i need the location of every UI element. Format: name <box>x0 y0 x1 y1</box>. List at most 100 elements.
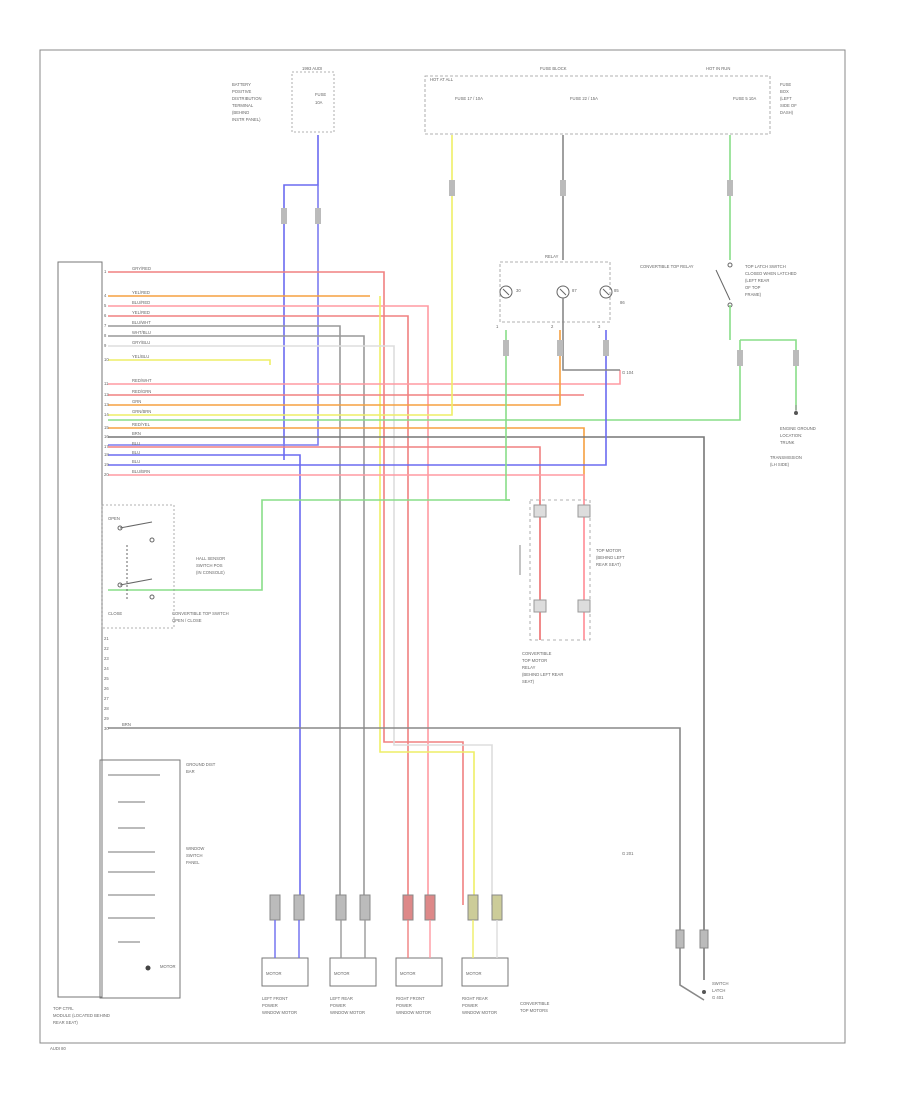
right-ground: SWITCH LATCH G 401 G 201 <box>622 851 729 1000</box>
svg-text:BOX: BOX <box>780 89 789 94</box>
svg-text:GRN/BRN: GRN/BRN <box>132 409 151 414</box>
svg-text:BRN: BRN <box>122 722 131 727</box>
svg-text:HOT IN RUN: HOT IN RUN <box>706 66 730 71</box>
engine-ground: ENGINE GROUND LOCATION: TRUNK TRANSMISSI… <box>770 405 816 467</box>
svg-text:POWER: POWER <box>262 1003 278 1008</box>
svg-text:MOTOR: MOTOR <box>266 971 282 976</box>
svg-text:11: 11 <box>104 381 109 386</box>
svg-text:WINDOW MOTOR: WINDOW MOTOR <box>462 1010 497 1015</box>
svg-text:1993 AUDI: 1993 AUDI <box>302 66 322 71</box>
svg-text:GRY/BLU: GRY/BLU <box>132 340 150 345</box>
svg-text:LOCATION:: LOCATION: <box>780 433 802 438</box>
svg-text:BLU/BRN: BLU/BRN <box>132 469 150 474</box>
svg-text:17: 17 <box>104 444 109 449</box>
svg-text:13: 13 <box>104 402 109 407</box>
svg-text:CLOSE: CLOSE <box>108 611 122 616</box>
wire-gray-dark <box>108 436 705 980</box>
svg-text:WHT/BLU: WHT/BLU <box>132 330 151 335</box>
svg-text:10A: 10A <box>315 100 323 105</box>
window-motor-rf: MOTOR RIGHT FRONT POWER WINDOW MOTOR <box>395 894 443 1015</box>
svg-text:6: 6 <box>104 313 107 318</box>
svg-text:(LEFT REAR: (LEFT REAR <box>745 278 769 283</box>
svg-text:POWER: POWER <box>330 1003 346 1008</box>
wire-green-ground <box>740 339 797 410</box>
svg-text:18: 18 <box>104 452 109 457</box>
svg-text:SWITCH POS: SWITCH POS <box>196 563 223 568</box>
footer-label: AUDI 80 <box>50 1046 66 1051</box>
wire-blue-1 <box>283 135 319 460</box>
svg-text:27: 27 <box>104 696 109 701</box>
top-left-fuse-box: 1993 AUDI BATTERY POSITIVE DISTRIBUTION … <box>232 66 335 133</box>
svg-text:12: 12 <box>104 392 109 397</box>
svg-text:5: 5 <box>104 303 107 308</box>
connector-markers <box>281 180 799 366</box>
wire-blue-4 <box>108 330 607 466</box>
svg-text:TOP MOTOR: TOP MOTOR <box>522 658 547 663</box>
relay-coil-1 <box>499 285 513 299</box>
svg-text:TRANSMISSION: TRANSMISSION <box>770 455 802 460</box>
top-control-module: TOP CTRL MODULE (LOCATED BEHIND REAR SEA… <box>53 261 110 1025</box>
svg-text:CLOSED WHEN LATCHED: CLOSED WHEN LATCHED <box>745 271 797 276</box>
svg-text:BLU: BLU <box>132 459 140 464</box>
wire-gray-lower <box>108 727 705 1001</box>
wire-orange-2 <box>108 330 561 406</box>
svg-text:(LEFT: (LEFT <box>780 96 792 101</box>
wire-color-labels: GRY/RED YEL/RED BLU/RED YEL/RED BLU/WHT … <box>122 266 152 727</box>
relay-coil-3 <box>599 285 613 299</box>
window-motor-rr: MOTOR RIGHT REAR POWER WINDOW MOTOR CONV… <box>461 894 550 1015</box>
svg-text:BLU: BLU <box>132 450 140 455</box>
wire-red-3 <box>108 315 409 905</box>
svg-text:YEL/BLU: YEL/BLU <box>132 354 149 359</box>
svg-text:G 201: G 201 <box>622 851 634 856</box>
svg-text:MODULE (LOCATED BEHIND: MODULE (LOCATED BEHIND <box>53 1013 110 1018</box>
svg-text:FUSE 17 / 10A: FUSE 17 / 10A <box>455 96 483 101</box>
top-latch-switch: TOP LATCH SWITCH CLOSED WHEN LATCHED (LE… <box>715 262 797 308</box>
svg-text:8: 8 <box>104 333 107 338</box>
relay-box: RELAY 30 87 85 86 CONVERTIBLE TOP RELAY … <box>496 254 694 329</box>
svg-text:FUSE: FUSE <box>780 82 791 87</box>
svg-text:DASH): DASH) <box>780 110 794 115</box>
svg-text:GRN: GRN <box>132 399 141 404</box>
diagram-frame <box>39 49 846 1044</box>
svg-text:TOP MOTOR: TOP MOTOR <box>596 548 621 553</box>
svg-text:CONVERTIBLE: CONVERTIBLE <box>522 651 552 656</box>
wire-orange-3 <box>108 427 585 500</box>
svg-text:G 401: G 401 <box>712 995 724 1000</box>
svg-text:MOTOR: MOTOR <box>334 971 350 976</box>
svg-text:CONVERTIBLE: CONVERTIBLE <box>520 1001 550 1006</box>
svg-text:HALL SENSOR: HALL SENSOR <box>196 556 225 561</box>
svg-text:BLU/RED: BLU/RED <box>132 300 150 305</box>
svg-text:(LH SIDE): (LH SIDE) <box>770 462 790 467</box>
svg-text:OPEN / CLOSE: OPEN / CLOSE <box>172 618 202 623</box>
svg-text:YEL/RED: YEL/RED <box>132 310 150 315</box>
svg-text:21: 21 <box>104 636 109 641</box>
svg-text:14: 14 <box>104 412 109 417</box>
main-fuse-box: FUSE BLOCK HOT AT ALL FUSE 17 / 10A FUSE… <box>424 66 797 135</box>
svg-text:BATTERY: BATTERY <box>232 82 251 87</box>
svg-text:FUSE 22 / 15A: FUSE 22 / 15A <box>570 96 598 101</box>
svg-text:25: 25 <box>104 676 109 681</box>
svg-text:POWER: POWER <box>396 1003 412 1008</box>
wire-blue-3 <box>108 454 301 905</box>
svg-text:POSITIVE: POSITIVE <box>232 89 252 94</box>
svg-text:OF TOP: OF TOP <box>745 285 761 290</box>
wire-gray-4 <box>108 325 341 905</box>
svg-text:OPEN: OPEN <box>108 516 120 521</box>
wire-green-3 <box>108 340 741 421</box>
svg-text:30: 30 <box>516 288 521 293</box>
svg-text:YEL/RED: YEL/RED <box>132 290 150 295</box>
svg-text:PANEL: PANEL <box>186 860 200 865</box>
svg-text:(BEHIND: (BEHIND <box>232 110 249 115</box>
svg-text:3: 3 <box>598 324 601 329</box>
wire-yellow-long <box>379 296 475 905</box>
svg-text:WINDOW: WINDOW <box>186 846 204 851</box>
svg-text:BLU: BLU <box>132 441 140 446</box>
svg-text:FUSE BLOCK: FUSE BLOCK <box>540 66 567 71</box>
svg-text:LEFT FRONT: LEFT FRONT <box>262 996 288 1001</box>
svg-text:SWITCH: SWITCH <box>712 981 729 986</box>
svg-text:19: 19 <box>104 462 109 467</box>
svg-text:1: 1 <box>104 269 107 274</box>
svg-text:30: 30 <box>104 726 109 731</box>
svg-text:85: 85 <box>614 288 619 293</box>
